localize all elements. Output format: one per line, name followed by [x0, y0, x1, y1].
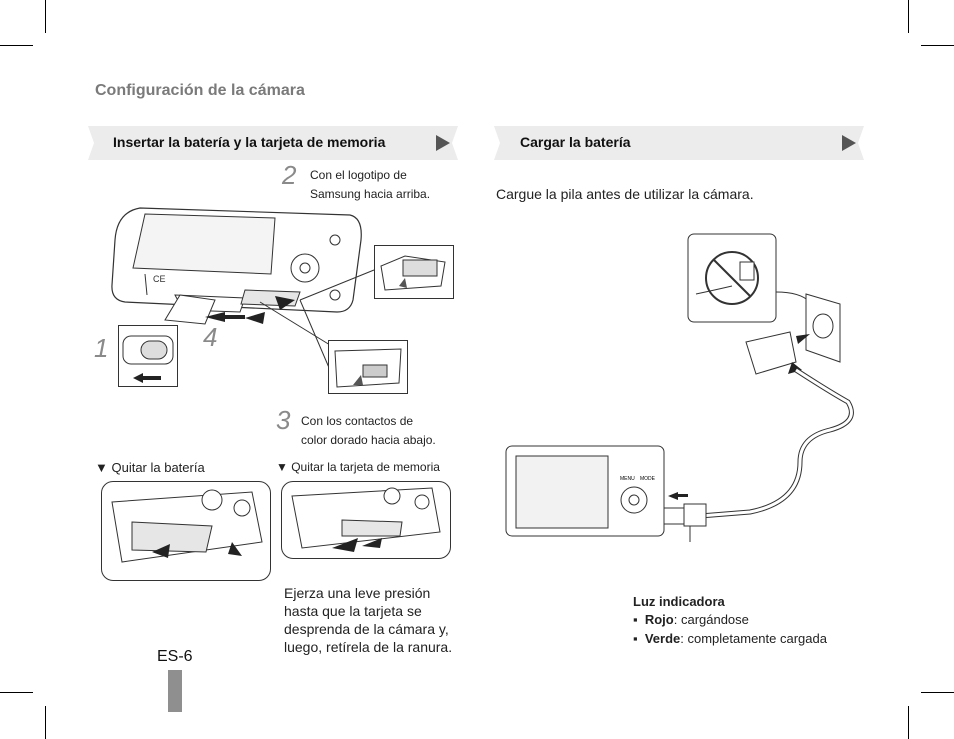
- list-item: ▪ Verde: completamente cargada: [633, 631, 827, 646]
- page-bar: [168, 670, 182, 712]
- step-number: 2: [282, 160, 297, 190]
- band-title: Cargar la batería: [520, 134, 631, 150]
- remove-battery-illustration: [101, 481, 271, 581]
- battery-inset: [374, 245, 454, 299]
- list-item: ▪ Rojo: cargándose: [633, 612, 749, 627]
- charge-instruction: Cargue la pila antes de utilizar la cáma…: [496, 186, 754, 202]
- svg-text:CE: CE: [153, 274, 166, 284]
- step-number: 1: [94, 333, 109, 363]
- band-title: Insertar la batería y la tarjeta de memo…: [113, 134, 386, 150]
- crop-mark: [908, 0, 909, 33]
- camera-bottom-illustration: CE: [111, 207, 362, 325]
- crop-mark: [921, 45, 954, 46]
- indicator-title: Luz indicadora: [633, 594, 725, 609]
- section-band-insert: Insertar la batería y la tarjeta de memo…: [88, 126, 458, 160]
- crop-mark: [45, 0, 46, 33]
- menu-label: MENU: [620, 476, 635, 482]
- remove-card-note: Ejerza una leve presión hasta que la tar…: [284, 585, 453, 655]
- mode-label: MODE: [640, 476, 656, 482]
- crop-mark: [0, 45, 33, 46]
- section-band-charge: Cargar la batería: [494, 126, 864, 160]
- crop-mark: [908, 706, 909, 739]
- charging-illustration: MENU MODE: [505, 233, 854, 542]
- triangle-right-icon: [842, 135, 856, 151]
- triangle-right-icon: [436, 135, 450, 151]
- crop-mark: [45, 706, 46, 739]
- section-title: Configuración de la cámara: [95, 82, 305, 99]
- crop-mark: [921, 692, 954, 693]
- step-number: 3: [276, 405, 291, 435]
- latch-inset: [118, 325, 178, 387]
- remove-card-illustration: [281, 481, 451, 559]
- crop-mark: [0, 692, 33, 693]
- remove-card-label: ▼ Quitar la tarjeta de memoria: [276, 460, 440, 474]
- card-inset: [328, 340, 408, 394]
- step-number: 4: [203, 322, 218, 352]
- remove-battery-label: ▼ Quitar la batería: [95, 460, 205, 475]
- page-number: ES-6: [157, 648, 193, 665]
